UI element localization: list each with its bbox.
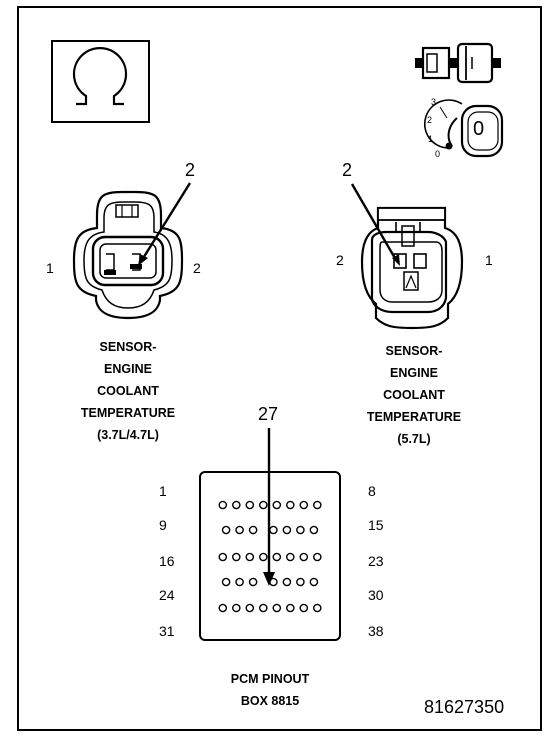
pcm-pin — [299, 552, 309, 562]
pcm-pin — [269, 525, 278, 535]
pcm-callout-label: 27 — [258, 404, 279, 424]
pcm-pin — [285, 603, 295, 613]
pcm-pin — [312, 552, 322, 562]
pcm-row-end-label: 15 — [368, 517, 384, 533]
pcm-pin — [245, 552, 255, 562]
caption-line: COOLANT — [97, 384, 159, 398]
pcm-pin — [299, 603, 309, 613]
caption-line: TEMPERATURE — [80, 406, 176, 420]
pcm-pin — [235, 525, 244, 535]
pcm-pin — [231, 500, 241, 510]
dial-display-value: 0 — [473, 118, 485, 140]
pcm-pin — [231, 552, 241, 562]
pcm-caption: PCM PINOUT BOX 8815 — [190, 668, 350, 712]
right-sensor-connector — [350, 183, 464, 330]
caption-line: COOLANT — [383, 388, 445, 402]
dial-tick-label: 0 — [435, 149, 441, 159]
pcm-pin — [258, 603, 268, 613]
caption-line: SENSOR- — [99, 340, 157, 354]
left-sensor-connector — [72, 182, 192, 320]
right-pin-2-label: 2 — [336, 252, 344, 268]
pcm-pin — [218, 500, 228, 510]
caption-line: TEMPERATURE — [366, 410, 462, 424]
dial-tick-label: 3 — [431, 97, 437, 107]
pcm-pin — [245, 500, 255, 510]
pcm-pin-grid — [218, 500, 322, 613]
pcm-pin — [235, 577, 244, 587]
pcm-row-start-label: 9 — [159, 517, 167, 533]
pcm-row-end-label: 38 — [368, 623, 384, 639]
pcm-pin — [309, 525, 319, 535]
caption-line: (3.7L/4.7L) — [97, 428, 159, 442]
pcm-pin — [221, 525, 231, 535]
left-pin-1-label: 1 — [46, 260, 54, 276]
pcm-pin — [258, 552, 268, 562]
pcm-pin — [309, 577, 319, 587]
pcm-pin — [245, 603, 255, 613]
pcm-pin — [282, 525, 292, 535]
pcm-pin — [285, 500, 295, 510]
pcm-pin — [218, 552, 228, 562]
pcm-row-start-label: 16 — [159, 553, 175, 569]
dial-tick-label: 1 — [428, 134, 434, 144]
pcm-row-end-label: 30 — [368, 587, 384, 603]
diagram-frame — [17, 6, 542, 731]
pcm-pin — [296, 577, 305, 587]
pcm-pin — [248, 525, 258, 535]
right-pin-1-label: 1 — [485, 252, 493, 268]
selector-dial-icon — [423, 99, 504, 158]
figure-id: 81627350 — [424, 697, 505, 717]
dial-tick-label: 2 — [427, 115, 433, 125]
pcm-pin — [312, 603, 322, 613]
pcm-pin — [272, 500, 282, 510]
right-connector-caption: SENSOR- ENGINE COOLANT TEMPERATURE (5.7L… — [334, 340, 494, 450]
caption-line: ENGINE — [104, 362, 152, 376]
left-pin-2-label: 2 — [193, 260, 201, 276]
pcm-pin — [248, 577, 258, 587]
pcm-pin — [312, 500, 322, 510]
left-callout-label: 2 — [185, 160, 196, 180]
caption-line: BOX 8815 — [240, 694, 300, 708]
pcm-pinout-box — [199, 428, 341, 641]
right-callout-label: 2 — [342, 160, 353, 180]
pcm-pin — [272, 552, 282, 562]
pcm-pin — [296, 525, 305, 535]
caption-line: (5.7L) — [397, 432, 431, 446]
pcm-pin — [231, 603, 241, 613]
pcm-pin — [272, 603, 282, 613]
pcm-pin — [221, 577, 231, 587]
pcm-pin — [299, 500, 309, 510]
pcm-row-start-label: 1 — [159, 483, 167, 499]
caption-line: ENGINE — [390, 366, 438, 380]
pcm-row-start-label: 24 — [159, 587, 175, 603]
caption-line: SENSOR- — [385, 344, 443, 358]
pcm-row-start-label: 31 — [159, 623, 175, 639]
caption-line: PCM PINOUT — [230, 672, 310, 686]
ohm-symbol-icon — [51, 40, 150, 123]
left-connector-caption: SENSOR- ENGINE COOLANT TEMPERATURE (3.7L… — [48, 336, 208, 446]
pcm-row-end-label: 8 — [368, 483, 376, 499]
pcm-pin — [258, 500, 268, 510]
pcm-pin — [282, 577, 292, 587]
pcm-row-end-label: 23 — [368, 553, 384, 569]
pcm-pin — [218, 603, 228, 613]
connector-plug-icon — [415, 42, 501, 84]
pcm-pin — [285, 552, 295, 562]
